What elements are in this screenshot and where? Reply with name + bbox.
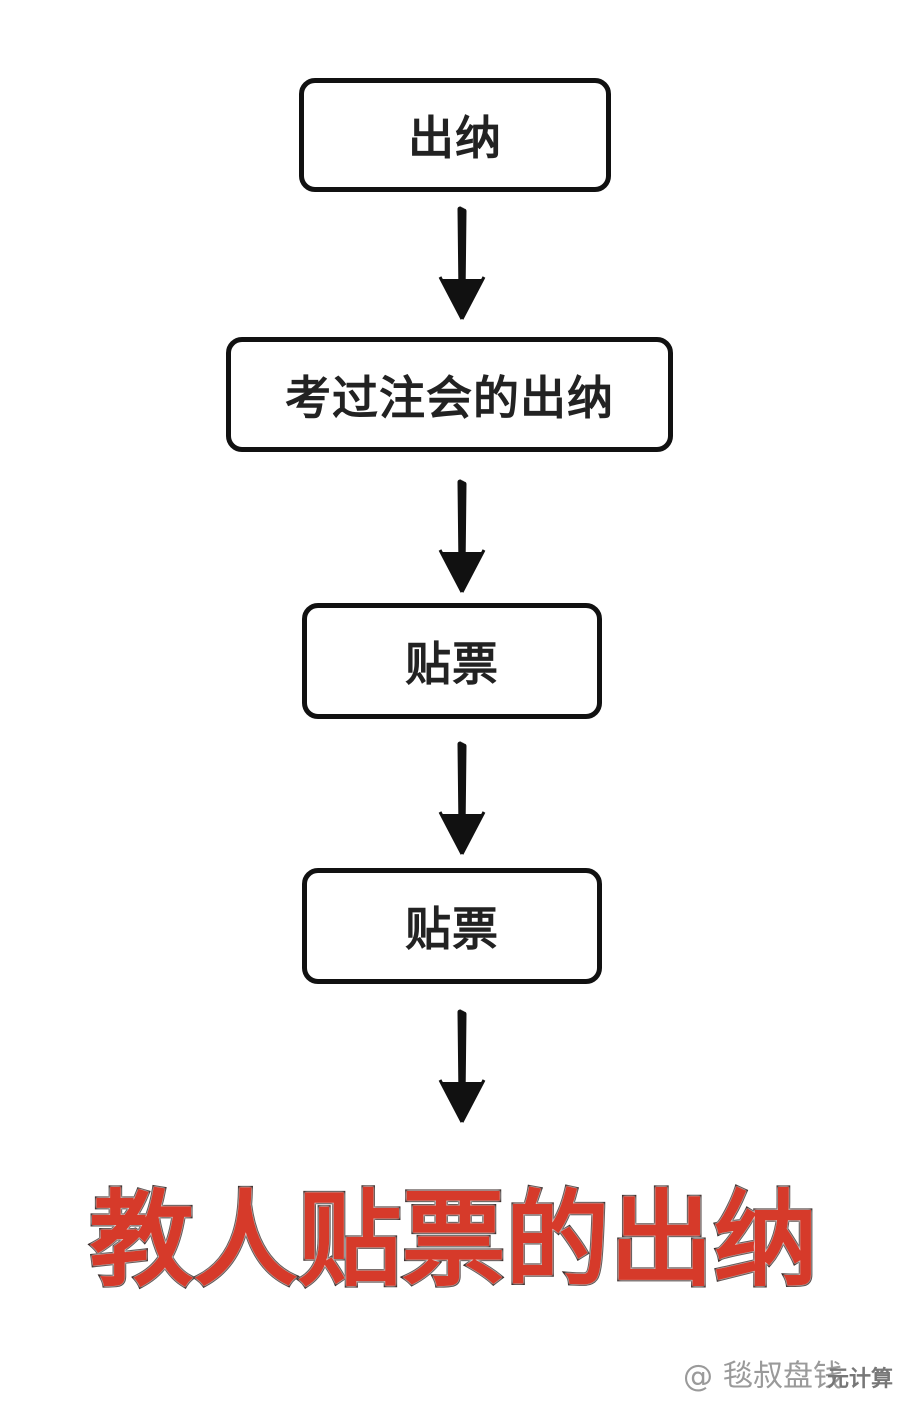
final-caption-text: 教人贴票的出纳 — [88, 1177, 819, 1302]
flow-step-3: 贴票 — [302, 603, 602, 719]
arrow-down-icon — [438, 741, 486, 855]
arrow-down-icon — [438, 1009, 486, 1123]
flow-step-3-label: 贴票 — [405, 637, 499, 691]
arrow-down-icon — [438, 479, 486, 593]
watermark-account-tail: 钱 — [812, 1359, 843, 1394]
watermark-overlay: 元计算 — [826, 1367, 893, 1392]
flow-step-2: 考过注会的出纳 — [226, 337, 673, 452]
flow-step-4: 贴票 — [302, 868, 602, 984]
flow-step-1-label: 出纳 — [408, 111, 502, 165]
flow-step-4-label: 贴票 — [405, 902, 499, 956]
final-caption: 教人贴票的出纳 — [0, 1160, 907, 1302]
watermark-account: 毯叔盘 — [722, 1359, 813, 1394]
watermark: @ 毯叔盘 钱 元计算 — [683, 1351, 893, 1395]
flow-step-2-label: 考过注会的出纳 — [285, 370, 614, 425]
watermark-at-symbol: @ — [682, 1359, 713, 1394]
arrow-down-icon — [438, 206, 486, 320]
flow-step-1: 出纳 — [299, 78, 611, 192]
